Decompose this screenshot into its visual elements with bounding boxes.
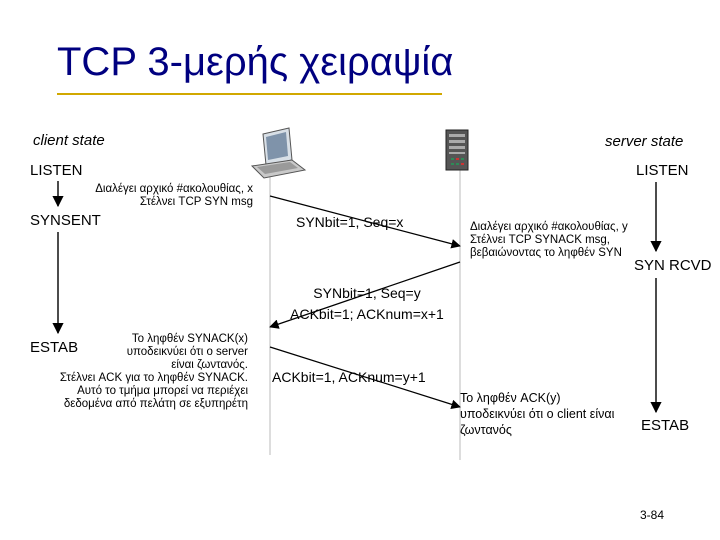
synack-message-line: SYNbit=1, Seq=y (313, 285, 421, 301)
client-note-line: Διαλέγει αρχικό #ακολουθίας, x (95, 183, 253, 195)
slide-number: 3-84 (640, 508, 665, 522)
server-note-line: υποδεικνύει ότι ο client είναι (460, 407, 615, 421)
server-note-line: Διαλέγει αρχικό #ακολουθίας, y (470, 221, 628, 233)
page-title: TCP 3-μερής χειραψία (57, 40, 454, 84)
client-state-estab: ESTAB (30, 339, 79, 356)
server-note-received-ack: Το ληφθέν ACK(y) υποδεικνύει ότι ο clien… (460, 390, 614, 438)
client-state-listen: LISTEN (30, 162, 83, 179)
client-note-choose-seq: Διαλέγει αρχικό #ακολουθίας, x Στέλνει T… (95, 183, 253, 209)
syn-arrow (269, 195, 461, 249)
client-state-header: client state (33, 132, 105, 149)
title-underline (57, 93, 442, 95)
synack-message-line: ACKbit=1; ACKnum=x+1 (290, 306, 444, 322)
server-note-line: βεβαιώνοντας το ληφθέν SYN (470, 247, 622, 259)
server-note-line: Στέλνει TCP SYNACK msg, (470, 234, 610, 246)
client-note-line: Το ληφθέν SYNACK(x) (131, 333, 248, 345)
ack-arrow (269, 346, 461, 409)
server-state-header: server state (605, 133, 684, 150)
server-state-synrcvd: SYN RCVD (634, 257, 712, 274)
synack-arrow (269, 261, 461, 329)
client-note-line: υποδεικνύει ότι ο server (126, 346, 248, 358)
synack-message-label: SYNbit=1, Seq=y ACKbit=1; ACKnum=x+1 (274, 283, 460, 325)
ack-message-label: ACKbit=1, ACKnum=y+1 (272, 369, 426, 385)
client-note-line: Στέλνει TCP SYN msg (139, 196, 253, 208)
server-state-listen: LISTEN (636, 162, 689, 179)
server-note-line: Το ληφθέν ACK(y) (460, 391, 561, 405)
client-note-line: Στέλνει ACK για το ληφθέν SYNACK. (59, 372, 248, 384)
client-note-line: δεδομένα από πελάτη σε εξυπηρέτη (63, 398, 248, 410)
laptop-icon (250, 127, 307, 179)
client-note-received-synack: Το ληφθέν SYNACK(x) υποδεικνύει ότι ο se… (60, 333, 248, 411)
client-note-line: Αυτό το τμήμα μπορεί να περιέχει (77, 385, 248, 397)
server-icon (445, 129, 469, 171)
server-note-synack: Διαλέγει αρχικό #ακολουθίας, y Στέλνει T… (470, 221, 628, 260)
syn-message-label: SYNbit=1, Seq=x (296, 214, 404, 230)
server-state-estab: ESTAB (641, 417, 690, 434)
client-state-synsent: SYNSENT (30, 212, 101, 229)
server-note-line: ζωντανός (460, 423, 512, 437)
client-note-line: είναι ζωντανός. (171, 359, 248, 371)
